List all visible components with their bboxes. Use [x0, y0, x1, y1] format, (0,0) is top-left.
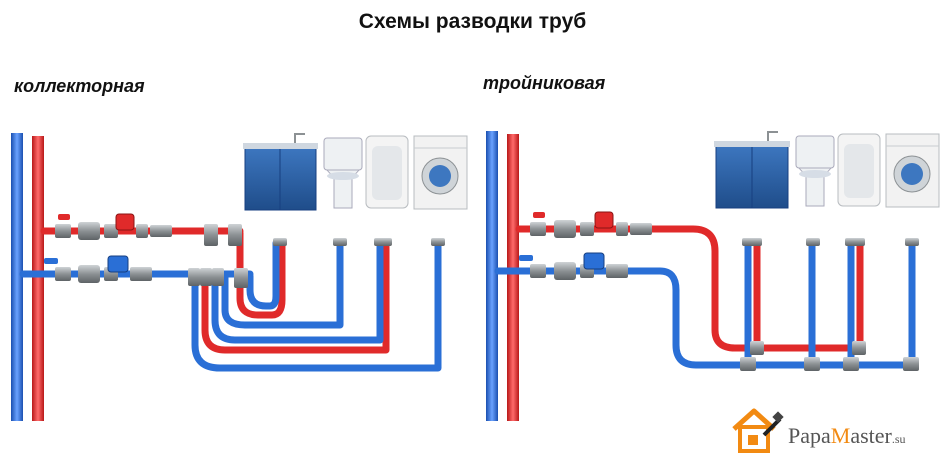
hot-riser	[507, 134, 519, 421]
cold-main-line	[494, 239, 916, 369]
cold-valve-group	[519, 252, 628, 280]
scheme-label-collector: коллекторная	[14, 76, 145, 96]
cold-branch-bath	[211, 239, 384, 344]
water-meter-icon	[107, 255, 129, 273]
cold-valve-group	[44, 255, 152, 283]
cold-riser	[486, 131, 498, 421]
toilet-icon	[323, 137, 363, 209]
hot-main-line	[515, 225, 864, 352]
washing-machine-icon	[885, 133, 940, 208]
brand-logo[interactable]: PapaMaster.su	[728, 405, 938, 455]
hot-valve-group	[530, 211, 652, 238]
sink-cabinet-icon	[243, 133, 318, 211]
hot-branch-sink	[236, 229, 286, 319]
hot-branch-bath	[201, 239, 390, 354]
hot-valve-group	[55, 213, 172, 240]
tee-fittings	[740, 341, 919, 371]
water-meter-icon	[594, 211, 614, 229]
diagram-title: Схемы разводки труб	[358, 10, 587, 33]
valve-icon	[44, 258, 58, 264]
bathtub-icon	[837, 133, 881, 207]
hot-collector	[204, 224, 242, 246]
bathtub-icon	[365, 135, 409, 209]
tee-scheme	[486, 131, 940, 421]
valve-icon	[519, 255, 533, 261]
hot-riser	[32, 136, 44, 421]
cold-branch-toilet	[221, 239, 344, 329]
collector-scheme	[11, 133, 468, 421]
water-meter-icon	[115, 213, 135, 231]
cold-collector	[188, 268, 248, 288]
cold-branch-washer	[191, 239, 442, 372]
house-logo-icon	[732, 408, 784, 453]
scheme-label-tee: тройниковая	[483, 73, 606, 93]
cold-branch-sink	[246, 239, 280, 310]
sink-cabinet-icon	[714, 131, 790, 209]
water-meter-icon	[583, 252, 605, 270]
washing-machine-icon	[413, 135, 468, 210]
brand-name: PapaMaster.su	[788, 423, 906, 448]
cold-riser	[11, 133, 23, 421]
valve-icon	[58, 214, 70, 220]
valve-icon	[533, 212, 545, 218]
toilet-icon	[795, 135, 835, 207]
